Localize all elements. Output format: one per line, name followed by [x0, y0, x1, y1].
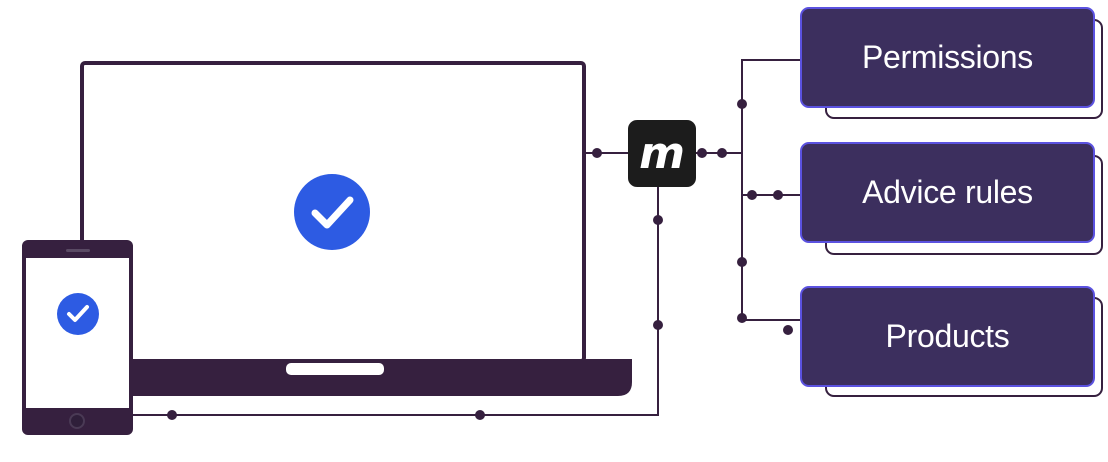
box-permissions-label: Permissions [862, 39, 1033, 75]
box-advice-rules-label: Advice rules [862, 174, 1033, 210]
label-boxes [800, 7, 1095, 387]
connector-dots [167, 99, 793, 420]
laptop-icon [80, 61, 632, 396]
svg-text:m: m [639, 128, 685, 179]
box-advice-rules: Advice rules [801, 143, 1094, 242]
box-permissions: Permissions [801, 8, 1094, 107]
box-products-label: Products [885, 318, 1010, 354]
box-products: Products [801, 287, 1094, 386]
logo-m-icon: m [628, 120, 696, 187]
check-circle-icon [294, 174, 370, 250]
phone-icon [22, 240, 133, 435]
check-circle-icon [57, 293, 99, 335]
